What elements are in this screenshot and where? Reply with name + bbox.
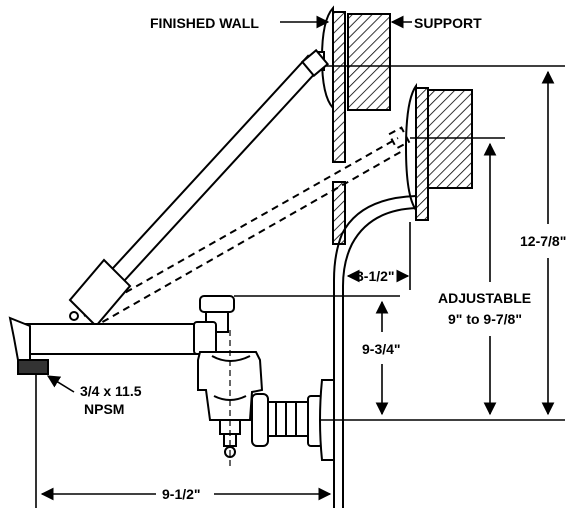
spout-reach-dimension: 9-1/2" (162, 486, 201, 502)
lower-wall-flange (404, 82, 417, 214)
adjustable-range-label: 9" to 9-7/8" (448, 311, 522, 327)
adjustable-label: ADJUSTABLE (438, 290, 531, 306)
valve-height-dimension: 9-3/4" (362, 341, 401, 357)
dimension-lines (35, 15, 565, 508)
vacuum-breaker-arm (68, 48, 330, 328)
support-label: SUPPORT (414, 15, 482, 31)
finished-wall-label: FINISHED WALL (150, 15, 259, 31)
thread-spec-label-line2: NPSM (84, 401, 124, 417)
support-block-upper (347, 13, 391, 111)
supply-pipe (333, 195, 417, 508)
overall-height-dimension: 12-7/8" (520, 233, 566, 249)
alternate-arm-dashed (83, 126, 411, 329)
wall-offset-dimension: 3-1/2" (356, 268, 395, 284)
support-block-lower (415, 87, 473, 221)
finished-wall (332, 11, 346, 245)
thread-spec-label-line1: 3/4 x 11.5 (80, 383, 142, 399)
